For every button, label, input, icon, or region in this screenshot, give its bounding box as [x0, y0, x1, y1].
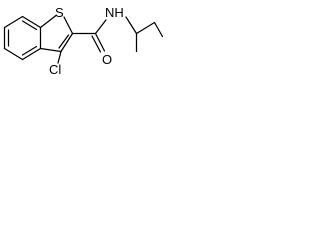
bond-c-cl [57, 50, 62, 64]
double-bond-inner [91, 35, 102, 53]
chemical-structure-diagram: S Cl O NH [3, 5, 164, 77]
bond-c-o [94, 32, 106, 52]
double-bond-inner [21, 45, 38, 56]
pentyl-chain [125, 16, 164, 53]
bond [60, 32, 74, 53]
thiophene-ring [39, 14, 74, 53]
bond [63, 16, 74, 35]
bond [135, 21, 156, 35]
bond [3, 47, 24, 61]
atom-label-chlorine: Cl [49, 62, 61, 77]
double-bond-inner [58, 34, 70, 49]
atom-label-sulfur: S [55, 5, 64, 20]
benzene-ring [3, 15, 42, 61]
bond [21, 47, 42, 61]
bond [21, 15, 42, 29]
atom-label-nitrogen: NH [105, 5, 124, 20]
bond [39, 14, 57, 29]
bond [3, 15, 24, 29]
bond-c-n [94, 19, 107, 35]
bond [125, 16, 138, 35]
atom-label-oxygen: O [102, 52, 112, 67]
structure-canvas: S Cl O NH [0, 0, 166, 80]
double-bond-inner [21, 20, 38, 31]
bond [39, 47, 62, 53]
bond [153, 21, 164, 38]
carboxamide-group [71, 19, 107, 53]
